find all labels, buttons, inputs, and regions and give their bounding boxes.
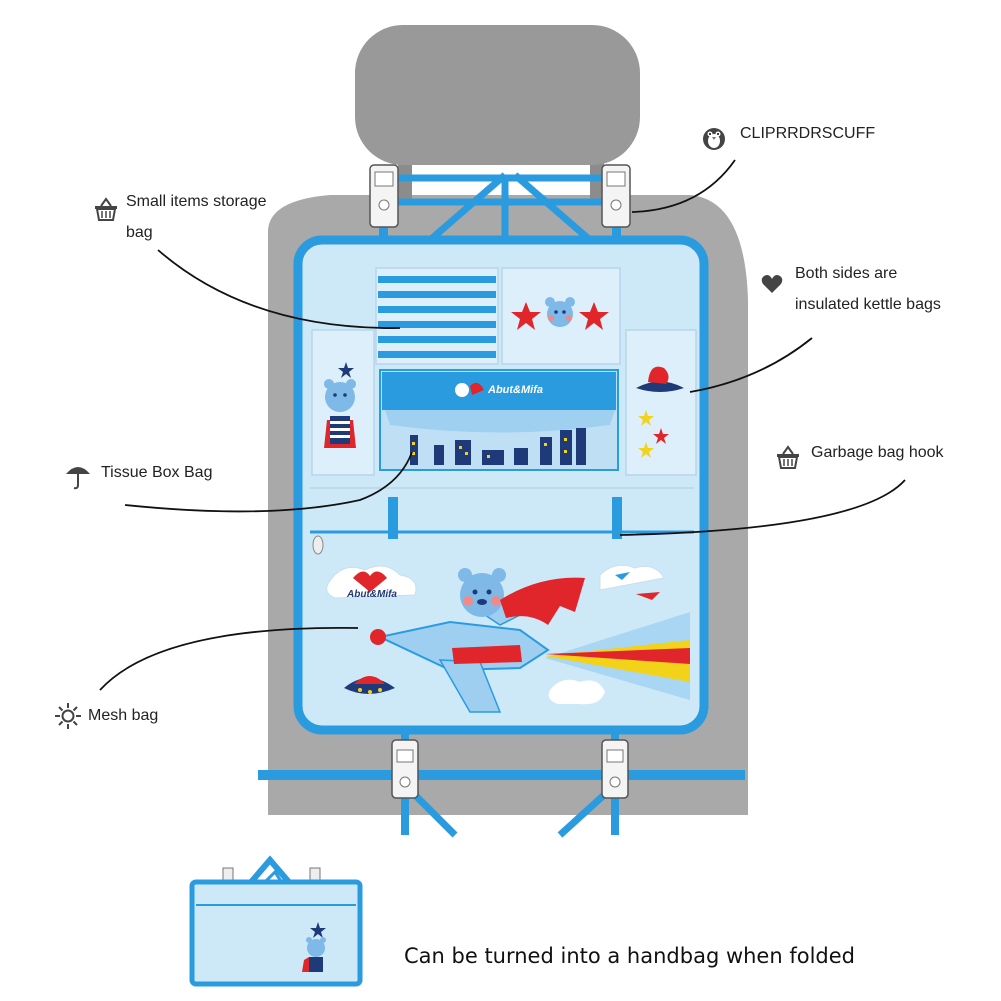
sun-icon <box>55 703 81 729</box>
handbag-caption: Can be turned into a handbag when folded <box>404 944 855 968</box>
penguin-icon <box>703 128 725 150</box>
callout-small-items-label: Small items storage bag <box>126 186 316 248</box>
callout-kettle-label: Both sides are insulated kettle bags <box>795 258 995 320</box>
mesh-bag-illustration <box>326 564 690 713</box>
callout-clip-label: CLIPRRDRSCUFF <box>740 125 876 142</box>
basket-icon <box>95 197 117 221</box>
top-straps <box>385 172 618 245</box>
top-buckle-left <box>369 164 399 228</box>
callout-small-items-line1: Small items storage <box>126 193 267 210</box>
left-kettle-pocket <box>311 329 375 476</box>
callout-lines <box>99 159 906 691</box>
heart-icon <box>761 275 783 293</box>
callout-kettle-line2: insulated kettle bags <box>795 296 941 313</box>
callout-kettle-line1: Both sides are <box>795 265 898 282</box>
bottom-buckle-right <box>601 739 629 799</box>
small-items-pocket <box>375 267 499 365</box>
right-kettle-pocket <box>625 329 697 476</box>
bottom-buckle-left <box>391 739 419 799</box>
garbage-hook-right <box>612 497 622 539</box>
headrest <box>355 25 640 165</box>
basket-icon <box>777 445 799 469</box>
bear-pocket <box>501 267 621 365</box>
mesh-bag-brand: Abut&Mifa <box>347 589 397 600</box>
callout-tissue-label: Tissue Box Bag <box>101 464 213 481</box>
folded-handbag <box>189 855 363 987</box>
top-buckle-right <box>601 164 631 228</box>
garbage-hook-left <box>388 497 398 539</box>
umbrella-icon <box>66 467 90 490</box>
callout-small-items-line2: bag <box>126 224 153 241</box>
tissue-bag-brand: Abut&Mifa <box>488 384 543 396</box>
tissue-box-bag <box>379 369 619 471</box>
callout-mesh-label: Mesh bag <box>88 707 159 724</box>
zipper-pull <box>312 535 324 555</box>
callout-garbage-label: Garbage bag hook <box>811 444 944 461</box>
